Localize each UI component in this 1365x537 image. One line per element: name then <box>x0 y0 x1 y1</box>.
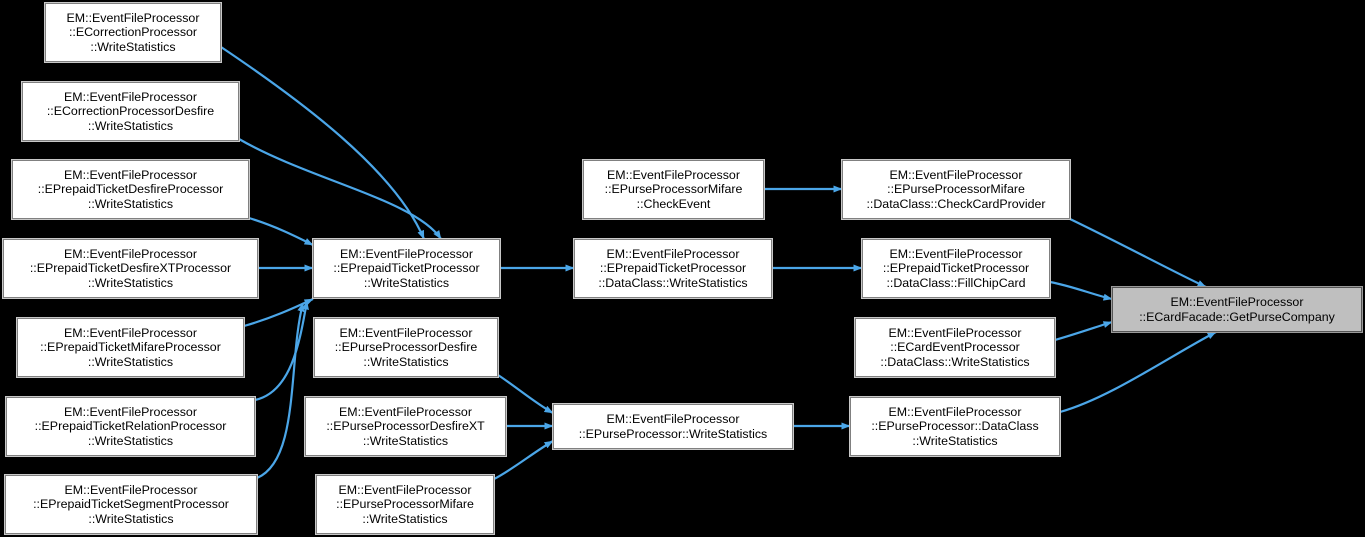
graph-node-ECardFacade-GetPurseCompany[interactable]: EM::EventFileProcessor::ECardFacade::Get… <box>1111 286 1363 333</box>
edge-EPurseProcessorDesfire-WriteStatistics-to-EPurseProcessor-WriteStatistics <box>497 374 554 414</box>
node-label-line: ::EPrepaidTicketProcessor <box>333 261 480 276</box>
node-label-line: ::DataClass::WriteStatistics <box>880 354 1030 369</box>
node-label-line: EM::EventFileProcessor <box>1170 294 1304 309</box>
node-label-line: ::WriteStatistics <box>87 433 174 448</box>
node-label-line: ::EPrepaidTicketProcessor <box>882 261 1030 276</box>
node-label-line: EM::EventFileProcessor <box>889 167 1023 182</box>
graph-node-EPurseProcessor-WriteStatistics[interactable]: EM::EventFileProcessor::EPurseProcessor:… <box>552 403 794 450</box>
node-label-line: ::CheckEvent <box>636 196 711 211</box>
graph-node-EPrepaidTicketDesfireXTProcessor-WriteStatistics[interactable]: EM::EventFileProcessor::EPrepaidTicketDe… <box>2 238 259 299</box>
node-label-line: EM::EventFileProcessor <box>64 482 198 497</box>
graph-node-EPrepaidTicketProcessor-DataClass-WriteStatistics[interactable]: EM::EventFileProcessor::EPrepaidTicketPr… <box>573 238 773 299</box>
node-label-line: ::EPurseProcessorDesfire <box>334 340 478 355</box>
edge-EPrepaidTicketProcessor-DataClass-FillChipCard-to-ECardFacade-GetPurseCompany <box>1049 280 1113 301</box>
node-label-line: EM::EventFileProcessor <box>607 167 740 182</box>
node-label-line: EM::EventFileProcessor <box>340 246 473 261</box>
graph-node-EPrepaidTicketProcessor-DataClass-FillChipCard[interactable]: EM::EventFileProcessor::EPrepaidTicketPr… <box>861 238 1051 299</box>
edge-EPrepaidTicketRelationProcessor-WriteStatistics-to-EPrepaidTicketProcessor-WriteStatistics <box>254 300 309 402</box>
node-label-line: EM::EventFileProcessor <box>339 325 473 340</box>
node-label-line: EM::EventFileProcessor <box>888 404 1022 419</box>
node-label-line: EM::EventFileProcessor <box>338 482 472 497</box>
edge-ECorrectionProcessorDesfire-WriteStatistics-to-EPrepaidTicketProcessor-WriteStatistics <box>238 138 442 240</box>
node-label-line: EM::EventFileProcessor <box>606 411 740 426</box>
node-label-line: ::ECardFacade::GetPurseCompany <box>1139 309 1335 324</box>
node-label-line: ::EPurseProcessorMifare <box>604 182 743 197</box>
edge-EPrepaidTicketSegmentProcessor-WriteStatistics-to-EPrepaidTicketProcessor-WriteStatistics <box>256 302 305 480</box>
node-label-line: ::EPrepaidTicketProcessor <box>599 261 747 276</box>
node-label-line: ::DataClass::WriteStatistics <box>598 275 748 290</box>
graph-node-EPrepaidTicketRelationProcessor-WriteStatistics[interactable]: EM::EventFileProcessor::EPrepaidTicketRe… <box>5 396 256 457</box>
edge-EPurseProcessorMifare-DataClass-CheckCardProvider-to-ECardFacade-GetPurseCompany <box>1069 218 1207 288</box>
node-label-line: EM::EventFileProcessor <box>888 325 1022 340</box>
node-label-line: ::WriteStatistics <box>87 275 174 290</box>
node-label-line: ::WriteStatistics <box>87 118 174 133</box>
node-label-line: ::DataClass::CheckCardProvider <box>866 196 1046 211</box>
node-label-line: ::WriteStatistics <box>88 511 174 526</box>
graph-node-EPrepaidTicketDesfireProcessor-WriteStatistics[interactable]: EM::EventFileProcessor::EPrepaidTicketDe… <box>11 159 250 220</box>
node-label-line: ::WriteStatistics <box>363 354 449 369</box>
node-label-line: ::WriteStatistics <box>87 196 174 211</box>
graph-node-EPrepaidTicketMifareProcessor-WriteStatistics[interactable]: EM::EventFileProcessor::EPrepaidTicketMi… <box>16 317 245 378</box>
edge-EPrepaidTicketDesfireProcessor-WriteStatistics-to-EPrepaidTicketProcessor-WriteStatistics <box>248 216 314 246</box>
node-label-line: ::EPurseProcessorDesfireXT <box>326 419 485 434</box>
node-label-line: ::EPrepaidTicketDesfireXTProcessor <box>29 261 232 276</box>
node-label-line: ::DataClass::FillChipCard <box>886 275 1026 290</box>
node-label-line: ::EPurseProcessor::DataClass <box>871 419 1039 434</box>
graph-node-ECorrectionProcessorDesfire-WriteStatistics[interactable]: EM::EventFileProcessor::ECorrectionProce… <box>21 81 240 142</box>
node-label-line: ::WriteStatistics <box>362 511 448 526</box>
graph-node-EPrepaidTicketProcessor-WriteStatistics[interactable]: EM::EventFileProcessor::EPrepaidTicketPr… <box>312 238 501 299</box>
node-label-line: EM::EventFileProcessor <box>64 404 197 419</box>
node-label-line: EM::EventFileProcessor <box>66 10 200 25</box>
node-label-line: ::EPurseProcessor::WriteStatistics <box>578 426 768 441</box>
graph-node-EPurseProcessorDesfireXT-WriteStatistics[interactable]: EM::EventFileProcessor::EPurseProcessorD… <box>304 396 507 457</box>
graph-node-EPurseProcessorMifare-WriteStatistics[interactable]: EM::EventFileProcessor::EPurseProcessorM… <box>315 474 495 535</box>
node-label-line: EM::EventFileProcessor <box>64 89 197 104</box>
node-label-line: EM::EventFileProcessor <box>64 246 197 261</box>
node-label-line: ::WriteStatistics <box>912 433 998 448</box>
node-label-line: ::WriteStatistics <box>362 433 449 448</box>
node-label-line: ::WriteStatistics <box>363 275 450 290</box>
node-label-line: ::EPrepaidTicketSegmentProcessor <box>33 497 229 512</box>
node-label-line: EM::EventFileProcessor <box>889 246 1023 261</box>
edge-EPrepaidTicketMifareProcessor-WriteStatistics-to-EPrepaidTicketProcessor-WriteStatistics <box>243 298 314 328</box>
node-label-line: ::EPrepaidTicketDesfireProcessor <box>37 182 224 197</box>
edge-EPurseProcessor-DataClass-WriteStatistics-to-ECardFacade-GetPurseCompany <box>1059 331 1217 414</box>
graph-node-ECardEventProcessor-DataClass-WriteStatistics[interactable]: EM::EventFileProcessor::ECardEventProces… <box>854 317 1056 378</box>
edge-ECardEventProcessor-DataClass-WriteStatistics-to-ECardFacade-GetPurseCompany <box>1054 320 1113 342</box>
node-label-line: ::ECorrectionProcessor <box>68 25 198 40</box>
node-label-line: ::ECorrectionProcessorDesfire <box>46 104 215 119</box>
node-label-line: ::EPurseProcessorMifare <box>887 182 1025 197</box>
node-label-line: ::EPrepaidTicketMifareProcessor <box>40 340 221 355</box>
node-label-line: ::EPurseProcessorMifare <box>336 497 474 512</box>
graph-node-ECorrectionProcessor-WriteStatistics[interactable]: EM::EventFileProcessor::ECorrectionProce… <box>44 2 222 63</box>
graph-node-EPrepaidTicketSegmentProcessor-WriteStatistics[interactable]: EM::EventFileProcessor::EPrepaidTicketSe… <box>4 474 258 535</box>
graph-node-EPurseProcessorMifare-DataClass-CheckCardProvider[interactable]: EM::EventFileProcessor::EPurseProcessorM… <box>841 159 1071 220</box>
graph-node-EPurseProcessorMifare-CheckEvent[interactable]: EM::EventFileProcessor::EPurseProcessorM… <box>582 159 765 220</box>
node-label-line: ::WriteStatistics <box>90 39 176 54</box>
edge-ECorrectionProcessor-WriteStatistics-to-EPrepaidTicketProcessor-WriteStatistics <box>220 46 426 240</box>
node-label-line: EM::EventFileProcessor <box>64 325 197 340</box>
node-label-line: EM::EventFileProcessor <box>606 246 740 261</box>
graph-node-EPurseProcessorDesfire-WriteStatistics[interactable]: EM::EventFileProcessor::EPurseProcessorD… <box>313 317 499 378</box>
graph-node-EPurseProcessor-DataClass-WriteStatistics[interactable]: EM::EventFileProcessor::EPurseProcessor:… <box>849 396 1061 457</box>
node-label-line: EM::EventFileProcessor <box>339 404 472 419</box>
node-label-line: ::ECardEventProcessor <box>890 340 1020 355</box>
node-label-line: ::WriteStatistics <box>87 354 174 369</box>
node-label-line: EM::EventFileProcessor <box>64 167 197 182</box>
node-label-line: ::EPrepaidTicketRelationProcessor <box>34 419 227 434</box>
